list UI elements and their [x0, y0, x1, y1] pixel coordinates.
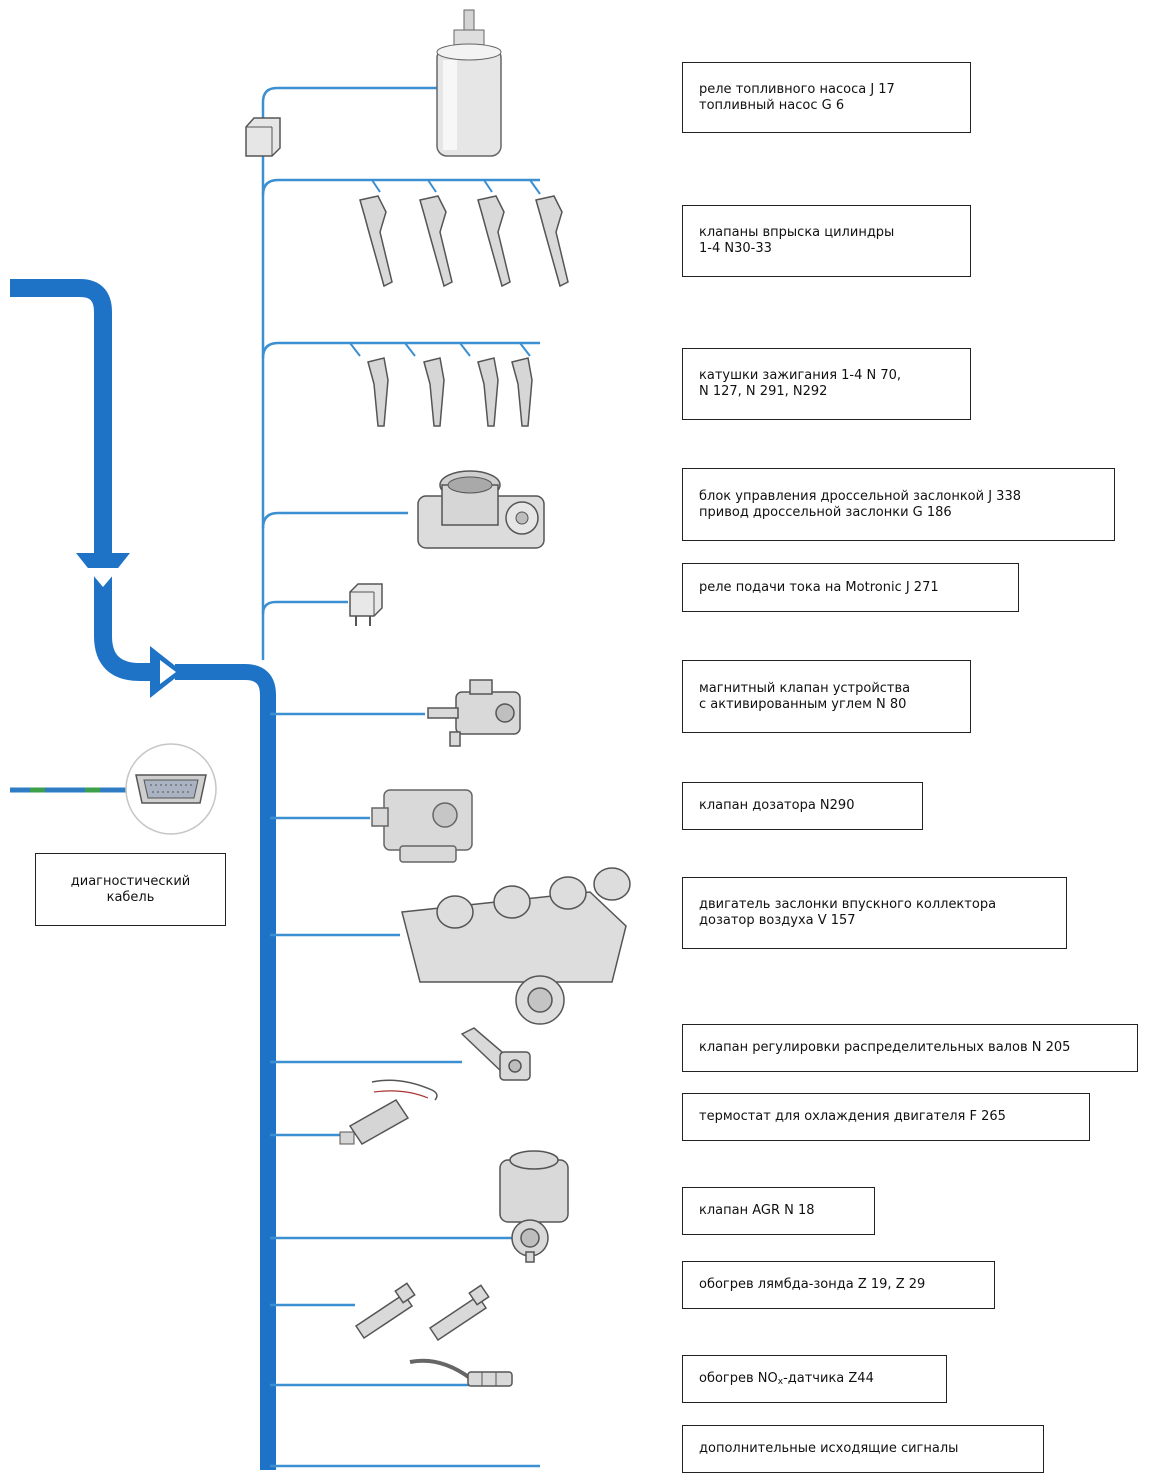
- label-charcoal-valve-line2: с активированным углем N 80: [699, 696, 907, 712]
- label-lambda-heater-line1: обогрев лямбда-зонда Z 19, Z 29: [699, 1277, 926, 1292]
- nox-post: -датчика Z44: [783, 1371, 874, 1386]
- label-metering-valve: клапан дозатора N290: [682, 782, 923, 830]
- label-injectors: клапаны впрыска цилиндры 1-4 N30-33: [682, 205, 971, 277]
- egr-valve-icon: [499, 1150, 569, 1263]
- diagnostic-cable-label-line2: кабель: [106, 889, 155, 905]
- label-egr-valve-line1: клапан AGR N 18: [699, 1203, 815, 1218]
- diagnostic-cable-label-line1: диагностический: [70, 873, 191, 889]
- label-motronic-relay: реле подачи тока на Motronic J 271: [682, 563, 1019, 612]
- label-fuel-pump: реле топливного насоса J 17 топливный на…: [682, 62, 971, 133]
- label-metering-valve-line1: клапан дозатора N290: [699, 798, 855, 813]
- label-ignition-coils-line2: N 127, N 291, N292: [699, 384, 828, 399]
- label-intake-flap-line1: двигатель заслонки впускного коллектора: [699, 897, 997, 912]
- label-fuel-pump-line2: топливный насос G 6: [699, 97, 845, 113]
- label-fuel-pump-line1: реле топливного насоса J 17: [699, 81, 895, 97]
- injector-icon: [359, 195, 569, 288]
- ignition-coil-icon: [367, 357, 533, 427]
- thermostat-icon: [339, 1079, 438, 1145]
- label-lambda-heater: обогрев лямбда-зонда Z 19, Z 29: [682, 1261, 995, 1309]
- label-camshaft-valve-line1: клапан регулировки распределительных вал…: [699, 1040, 1071, 1055]
- label-extra-signals-line1: дополнительные исходящие сигналы: [699, 1441, 959, 1456]
- label-throttle-line1: блок управления дроссельной заслонкой J …: [699, 488, 1021, 504]
- fuel-pump-relay-icon: [245, 117, 281, 157]
- lambda-sensor-icon: [354, 1282, 490, 1342]
- diagnostic-cable-label: диагностический кабель: [35, 853, 226, 926]
- label-charcoal-valve: магнитный клапан устройства с активирова…: [682, 660, 971, 733]
- motronic-relay-icon: [349, 583, 383, 626]
- label-injectors-line2: 1-4 N30-33: [699, 241, 772, 256]
- charcoal-valve-icon: [427, 679, 521, 747]
- fuel-pump-icon: [436, 9, 502, 157]
- label-intake-flap: двигатель заслонки впускного коллектора …: [682, 877, 1067, 949]
- label-nox-heater-line1: обогрев NOx-датчика Z44: [699, 1371, 930, 1387]
- camshaft-valve-icon: [460, 1027, 531, 1081]
- label-charcoal-valve-line1: магнитный клапан устройства: [699, 680, 911, 696]
- throttle-body-icon: [417, 470, 545, 549]
- wire-taps: [349, 179, 541, 357]
- nox-sensor-icon: [409, 1358, 513, 1387]
- label-nox-heater: обогрев NOx-датчика Z44: [682, 1355, 947, 1403]
- label-ignition-coils: катушки зажигания 1-4 N 70, N 127, N 291…: [682, 348, 971, 420]
- arrow-right-icon: [150, 646, 183, 698]
- arrow-down-icon: [76, 553, 130, 587]
- nox-pre: обогрев NO: [699, 1371, 778, 1386]
- label-egr-valve: клапан AGR N 18: [682, 1187, 875, 1235]
- intake-manifold-icon: [401, 867, 631, 1025]
- label-extra-signals: дополнительные исходящие сигналы: [682, 1425, 1044, 1473]
- label-camshaft-valve: клапан регулировки распределительных вал…: [682, 1024, 1138, 1072]
- label-thermostat-line1: термостат для охлаждения двигателя F 265: [699, 1109, 1006, 1124]
- label-thermostat: термостат для охлаждения двигателя F 265: [682, 1093, 1090, 1141]
- label-ignition-coils-line1: катушки зажигания 1-4 N 70,: [699, 368, 902, 383]
- label-throttle-line2: привод дроссельной заслонки G 186: [699, 504, 952, 520]
- obd-connector-icon: [125, 743, 217, 835]
- label-intake-flap-line2: дозатор воздуха V 157: [699, 913, 856, 928]
- label-motronic-relay-line1: реле подачи тока на Motronic J 271: [699, 579, 939, 595]
- label-injectors-line1: клапаны впрыска цилиндры: [699, 225, 895, 240]
- main-bus: [10, 279, 276, 1470]
- nox-subscript: x: [777, 1377, 784, 1387]
- metering-valve-icon: [371, 789, 473, 863]
- branch-wires: [261, 86, 540, 1468]
- label-throttle: блок управления дроссельной заслонкой J …: [682, 468, 1115, 541]
